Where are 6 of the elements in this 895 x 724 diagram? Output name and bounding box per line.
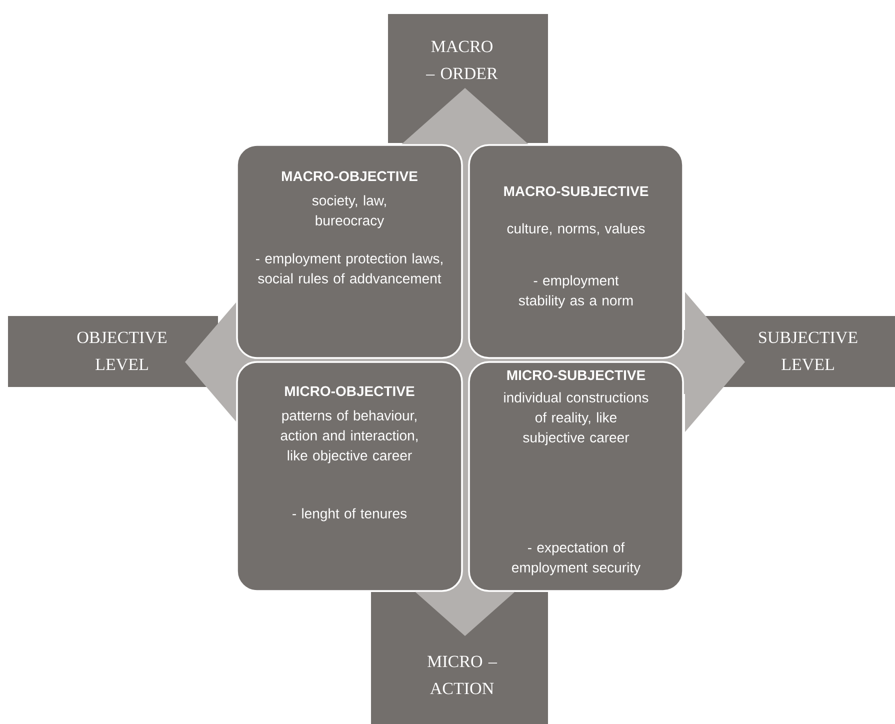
label-box: MICRO – ACTION bbox=[371, 592, 548, 724]
rounded-box: MACRO-SUBJECTIVE culture, norms, values - employment stability as a norm bbox=[468, 144, 684, 359]
rounded-box: MICRO-OBJECTIVE patterns of behaviour, action and interaction, like objective career - lenght of tenures bbox=[236, 361, 463, 592]
label-box: OBJECTIVE LEVEL bbox=[8, 316, 218, 387]
rounded-box: MACRO-OBJECTIVE society, law, bureocracy - employment protection laws, social rules of addvancement bbox=[236, 144, 463, 359]
rounded-box: MICRO-SUBJECTIVE individual constructions of reality, like subjective career - expectation of employment security bbox=[468, 361, 684, 592]
